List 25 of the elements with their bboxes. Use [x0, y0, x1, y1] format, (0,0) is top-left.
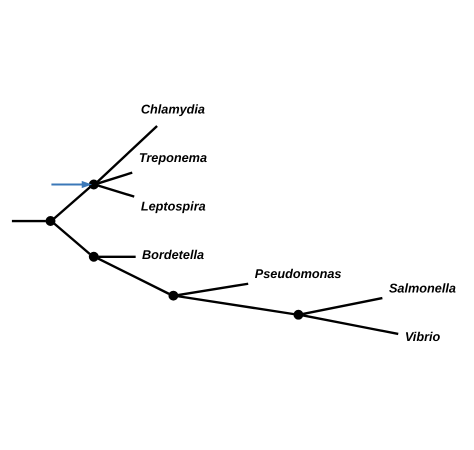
node-text: Pseudomonas [254, 267, 342, 282]
connector [178, 295, 294, 316]
connector [98, 184, 135, 198]
node-point [88, 252, 99, 262]
connector [12, 220, 46, 222]
node-text: Salmonella [388, 281, 456, 296]
connector [98, 257, 170, 295]
node-text: Vibrio [404, 330, 440, 344]
connector [54, 186, 91, 220]
node-text: Bordetella [142, 248, 204, 262]
node-point [88, 180, 99, 190]
node-text: Chlamydia [140, 102, 206, 117]
connector [302, 314, 398, 336]
node-point [46, 216, 56, 226]
connector [178, 282, 248, 296]
connector [54, 222, 91, 255]
connector [96, 125, 158, 183]
node-text: Treponema [138, 151, 208, 166]
node-point [293, 310, 304, 320]
connector [302, 296, 383, 316]
connector [98, 172, 133, 184]
arrow [51, 180, 92, 188]
node-point [168, 290, 178, 301]
node-text: Leptospira [140, 200, 206, 214]
connector [98, 256, 136, 258]
